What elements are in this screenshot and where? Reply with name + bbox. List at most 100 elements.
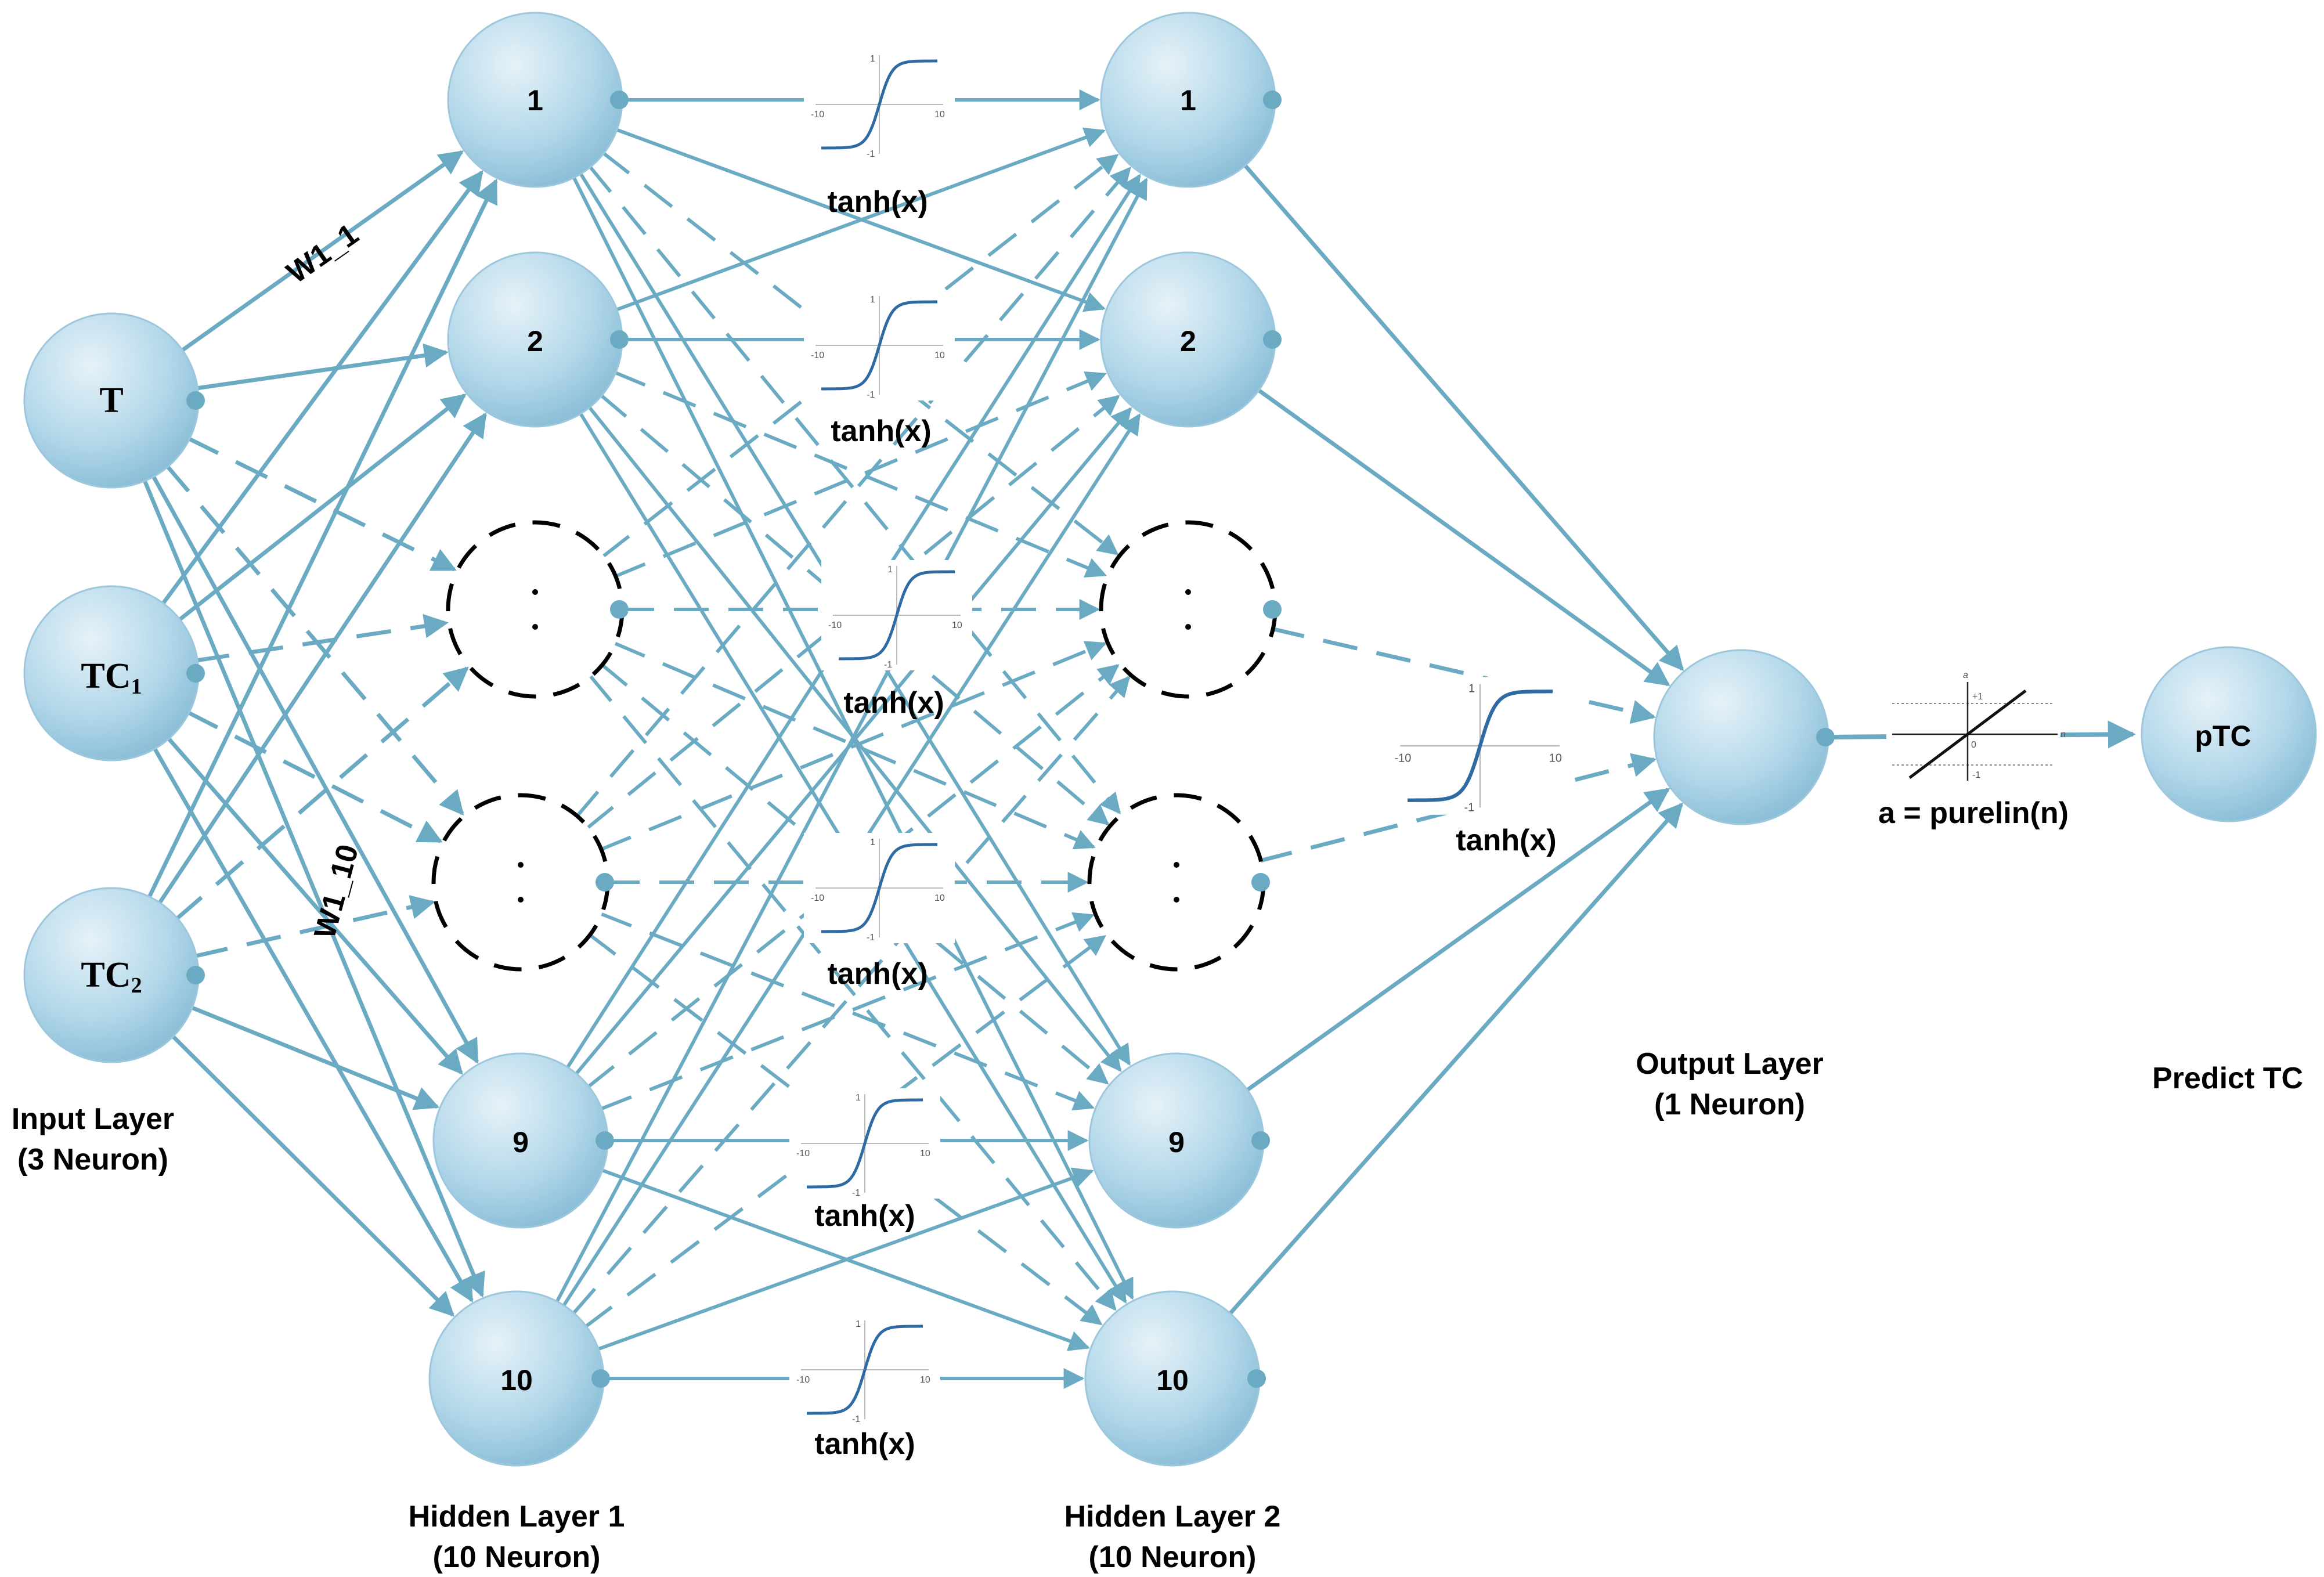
edge-input-1-to-h1-0 <box>160 170 483 607</box>
hidden2-output-dot-2 <box>1263 600 1282 619</box>
input-layer-caption-line2: (3 Neuron) <box>17 1143 168 1177</box>
hidden1-node-label-10: 10 <box>500 1364 533 1396</box>
edge-input-2-to-h1-0 <box>146 178 498 901</box>
purelin-activation-plot: a n +1 0 -1 <box>1886 662 2066 784</box>
edge-input-1-to-h1-1 <box>176 394 467 623</box>
svg-text:-1: -1 <box>1464 802 1475 814</box>
edge-h2-3-to-output <box>1257 753 1657 864</box>
hidden2-output-dot-4 <box>1251 1131 1270 1150</box>
edge-input-0-to-h1-3 <box>164 463 464 816</box>
svg-text:10: 10 <box>920 1149 930 1159</box>
edge-input-0-to-h1-1 <box>194 343 449 391</box>
weight-label-w1-1: W1_1 <box>281 217 365 290</box>
input-node-label-tc1: TC1 <box>81 656 142 699</box>
svg-text:10: 10 <box>952 620 962 630</box>
svg-text:1: 1 <box>870 54 875 64</box>
edge-h1-5-to-h2-0 <box>554 178 1148 1305</box>
hidden1-output-dot-5 <box>591 1369 610 1388</box>
tanh-label-4: tanh(x) <box>827 957 928 991</box>
svg-text:-10: -10 <box>828 620 842 630</box>
svg-text:-1: -1 <box>867 933 875 943</box>
hidden1-node-label-9: 9 <box>513 1126 529 1159</box>
output-node-dot <box>1816 728 1835 746</box>
hidden1-output-dot-3 <box>596 873 614 892</box>
svg-text:10: 10 <box>1549 752 1562 765</box>
edge-h1-3-to-h2-2 <box>598 641 1107 852</box>
svg-text:-10: -10 <box>811 893 824 903</box>
svg-text:1: 1 <box>1468 683 1475 695</box>
edge-input-2-to-h1-4 <box>189 1005 440 1110</box>
edge-input-2-to-h1-1 <box>156 412 487 907</box>
edge-input-2-to-h1-5 <box>169 1033 455 1317</box>
edge-h2-2-to-output <box>1269 626 1657 724</box>
tanh-label-6: tanh(x) <box>814 1427 915 1461</box>
hidden1-ellipsis-node-3 <box>431 793 610 972</box>
hidden1-node-label-2: 2 <box>527 325 543 358</box>
edge-h1-1-to-h2-2 <box>612 370 1107 578</box>
edge-h1-0-to-h2-1 <box>614 127 1106 312</box>
edge-h2-5-to-output <box>1226 802 1683 1317</box>
input-layer-caption-line1: Input Layer <box>12 1102 174 1136</box>
svg-text:-10: -10 <box>1395 752 1412 765</box>
svg-text:-10: -10 <box>811 351 824 360</box>
tanh-label-5: tanh(x) <box>814 1199 915 1233</box>
svg-text:10: 10 <box>934 351 945 360</box>
edge-input-0-to-h1-5 <box>142 477 485 1298</box>
edge-h1-3-to-h2-0 <box>573 167 1131 820</box>
svg-text:10: 10 <box>934 110 945 120</box>
predict-caption: Predict TC <box>2152 1062 2303 1095</box>
edge-input-1-to-h1-5 <box>151 745 474 1303</box>
tanh-label-output: tanh(x) <box>1456 824 1556 857</box>
svg-text:-1: -1 <box>852 1414 860 1424</box>
edge-input-1-to-h1-3 <box>185 709 443 843</box>
edge-h1-0-to-h2-3 <box>587 164 1121 814</box>
hidden1-node-label-1: 1 <box>527 84 543 117</box>
svg-text:-1: -1 <box>852 1188 860 1198</box>
tanh-label-1: tanh(x) <box>827 185 928 219</box>
edge-input-2-to-h1-3 <box>193 895 435 959</box>
svg-text:1: 1 <box>856 1093 861 1103</box>
hidden2-output-dot-3 <box>1251 873 1270 892</box>
svg-text:-1: -1 <box>867 390 875 400</box>
purelin-minus1-tick: -1 <box>1972 770 1980 780</box>
hidden2-ellipsis-node-3 <box>1087 793 1266 972</box>
svg-text:-10: -10 <box>811 110 824 120</box>
hidden2-node-label-9: 9 <box>1168 1126 1185 1159</box>
hidden1-ellipsis-node-2 <box>446 520 625 699</box>
input-node-label-tc2: TC2 <box>81 955 142 998</box>
hidden-layer-1-caption-line2: (10 Neuron) <box>433 1540 601 1574</box>
edge-h1-4-to-h2-3 <box>598 912 1095 1112</box>
tanh-plot-5: -10 10 1 -1 <box>789 1088 940 1199</box>
edge-h1-2-to-h2-3 <box>612 640 1096 850</box>
edge-h2-4-to-output <box>1243 788 1670 1094</box>
svg-text:-10: -10 <box>796 1375 810 1385</box>
hidden2-node-label-2: 2 <box>1180 325 1196 358</box>
tanh-plot-4: -10 10 1 -1 <box>804 833 955 943</box>
edge-input-1-to-h1-2 <box>194 614 449 663</box>
svg-text:1: 1 <box>870 838 875 847</box>
tanh-plot-7: -10 10 1 -1 <box>1385 677 1575 815</box>
purelin-zero-tick: 0 <box>1971 740 1976 750</box>
edge-input-0-to-h1-2 <box>186 435 457 572</box>
edge-h1-5-to-h2-2 <box>571 676 1131 1316</box>
svg-text:1: 1 <box>856 1319 861 1329</box>
prediction-node-label: pTC <box>2195 720 2251 752</box>
input-output-dot-0 <box>186 391 205 410</box>
edge-h1-5-to-h2-4 <box>595 1167 1094 1352</box>
purelin-n-tick: n <box>2060 730 2066 739</box>
svg-text:-10: -10 <box>796 1149 810 1159</box>
input-node-label-t: T <box>99 381 123 420</box>
output-layer-caption-line1: Output Layer <box>1636 1047 1824 1081</box>
hidden2-output-dot-5 <box>1247 1369 1266 1388</box>
edge-h1-4-to-h2-5 <box>599 1167 1090 1351</box>
hidden1-output-dot-4 <box>596 1131 614 1150</box>
neuron-nodes <box>23 12 2317 1467</box>
edge-input-2-to-h1-2 <box>174 666 469 922</box>
output-layer-caption-line2: (1 Neuron) <box>1654 1088 1805 1121</box>
hidden-layer-1-caption-line1: Hidden Layer 1 <box>409 1500 625 1533</box>
purelin-a-tick: a <box>1963 670 1968 680</box>
hidden2-node-label-10: 10 <box>1156 1364 1189 1396</box>
svg-text:10: 10 <box>934 893 945 903</box>
